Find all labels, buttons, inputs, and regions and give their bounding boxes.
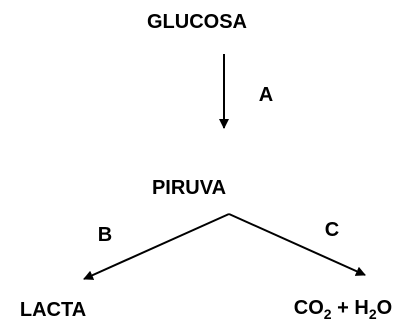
products-co-subscript: 2 [324, 306, 332, 322]
edge-label-b: B [98, 224, 112, 246]
arrow-c [228, 213, 366, 276]
node-glucosa: GLUCOSA [147, 11, 247, 33]
products-h-subscript: 2 [369, 306, 377, 322]
edge-label-a: A [259, 84, 273, 106]
node-lacta: LACTA [20, 299, 86, 321]
products-plus-h: + H [332, 297, 369, 319]
edge-label-c: C [325, 219, 339, 241]
arrow-b [83, 213, 230, 280]
products-co: CO [294, 297, 324, 319]
products-o: O [377, 297, 393, 319]
node-piruva: PIRUVA [152, 177, 226, 199]
node-products: CO2 + H2O [294, 297, 392, 322]
